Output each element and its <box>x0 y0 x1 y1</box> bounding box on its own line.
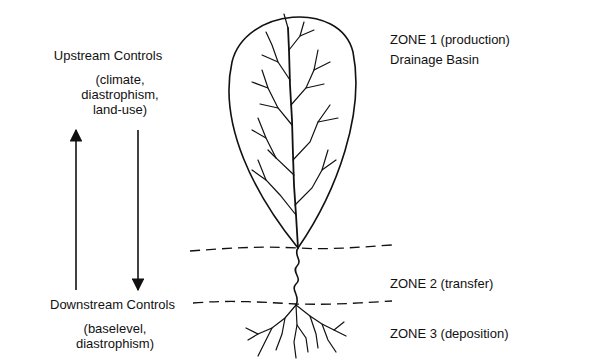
control-heading: Downstream Controls <box>30 297 195 312</box>
zone-label: ZONE 3 (deposition) <box>390 326 590 341</box>
distributary-network <box>246 305 346 358</box>
zone-divider <box>190 245 392 251</box>
drainage-network <box>252 14 338 248</box>
drainage-basin-outline <box>229 17 356 248</box>
zone-divider <box>193 301 392 304</box>
upstream-arrow <box>75 130 77 290</box>
downstream-arrow <box>137 130 139 290</box>
control-heading: Upstream Controls <box>28 48 188 63</box>
zone-label: ZONE 2 (transfer) <box>390 276 590 291</box>
transfer-channel <box>294 248 299 305</box>
zone-label: ZONE 1 (production) <box>390 32 590 47</box>
basin-label: Drainage Basin <box>390 52 590 67</box>
control-factors: (baselevel, diastrophism) <box>60 321 170 351</box>
control-factors: (climate, diastrophism, land-use) <box>70 72 170 117</box>
